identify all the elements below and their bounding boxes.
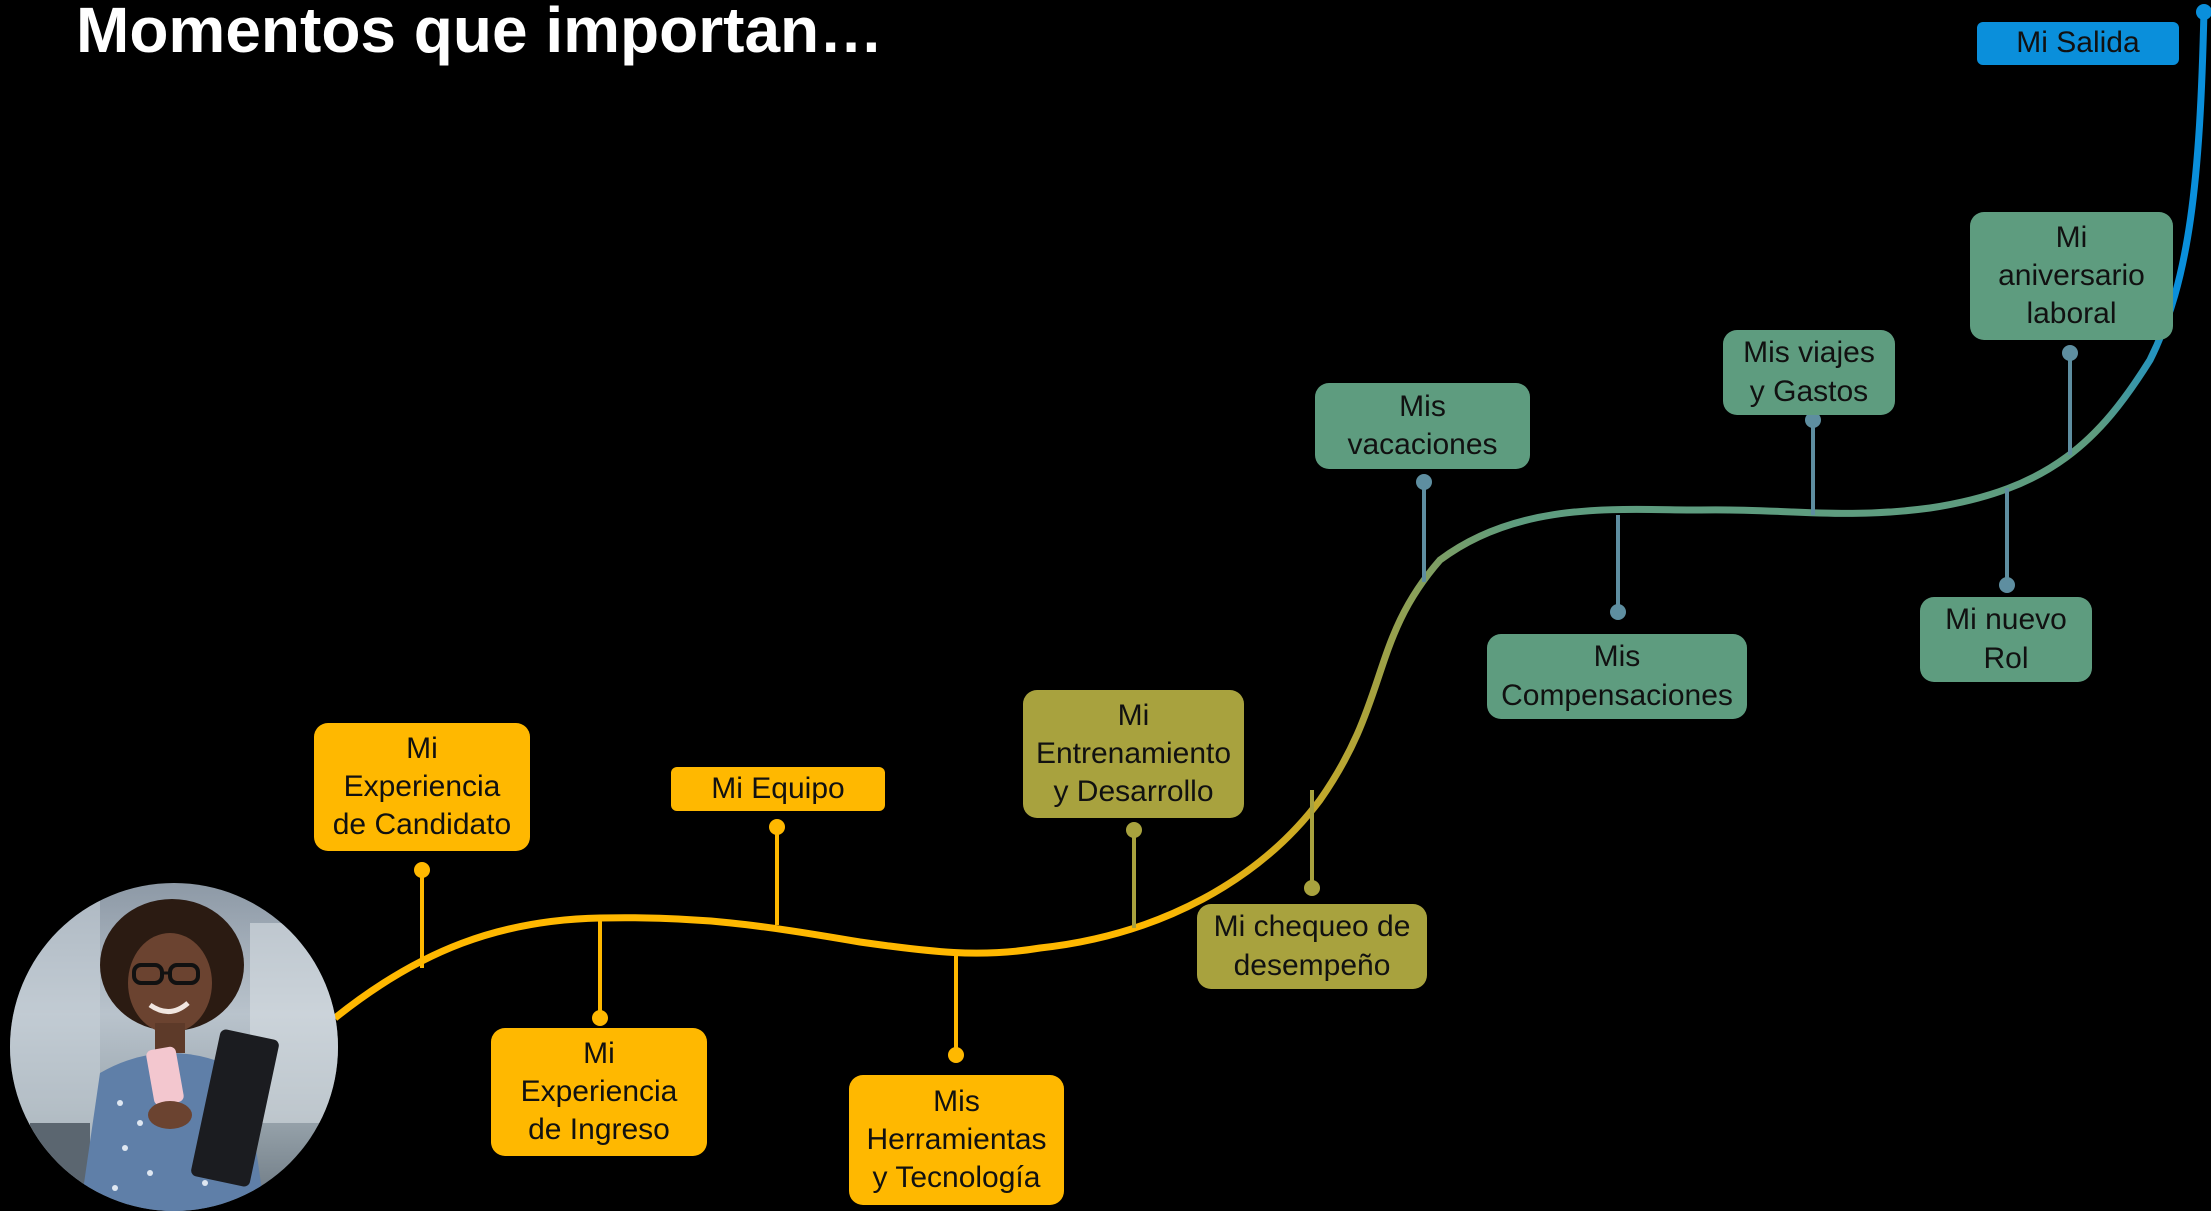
journey-path (332, 9, 2208, 1021)
moment-ingreso[interactable]: Mi Experiencia de Ingreso (491, 1028, 707, 1156)
moment-aniversario[interactable]: Mi aniversario laboral (1970, 212, 2173, 340)
connector-vacaciones (1416, 474, 1432, 582)
employee-illustration (10, 883, 338, 1211)
connector-compensaciones (1610, 515, 1626, 620)
connector-salida (2196, 4, 2211, 20)
connector-nuevo-rol (1999, 488, 2015, 593)
connector-candidato (414, 862, 430, 968)
moment-compensaciones[interactable]: Mis Compensaciones (1487, 634, 1747, 719)
moment-vacaciones[interactable]: Mis vacaciones (1315, 383, 1530, 469)
moment-candidato[interactable]: Mi Experiencia de Candidato (314, 723, 530, 851)
moment-equipo[interactable]: Mi Equipo (671, 767, 885, 811)
employee-photo (10, 883, 338, 1211)
moment-salida[interactable]: Mi Salida (1977, 22, 2179, 65)
moment-viajes[interactable]: Mis viajes y Gastos (1723, 330, 1895, 415)
moment-chequeo[interactable]: Mi chequeo de desempeño (1197, 904, 1427, 989)
moment-entrenamiento[interactable]: Mi Entrenamiento y Desarrollo (1023, 690, 1244, 818)
connector-entrenamiento (1126, 822, 1142, 928)
connector-aniversario (2062, 345, 2078, 455)
connector-viajes (1805, 412, 1821, 515)
connector-herramientas (948, 955, 964, 1063)
connector-equipo (769, 819, 785, 925)
slide-title: Momentos que importan… (76, 0, 884, 66)
moment-herramientas[interactable]: Mis Herramientas y Tecnología (849, 1075, 1064, 1205)
moment-nuevo-rol[interactable]: Mi nuevo Rol (1920, 597, 2092, 682)
connector-ingreso (592, 918, 608, 1026)
connector-chequeo (1304, 790, 1320, 896)
